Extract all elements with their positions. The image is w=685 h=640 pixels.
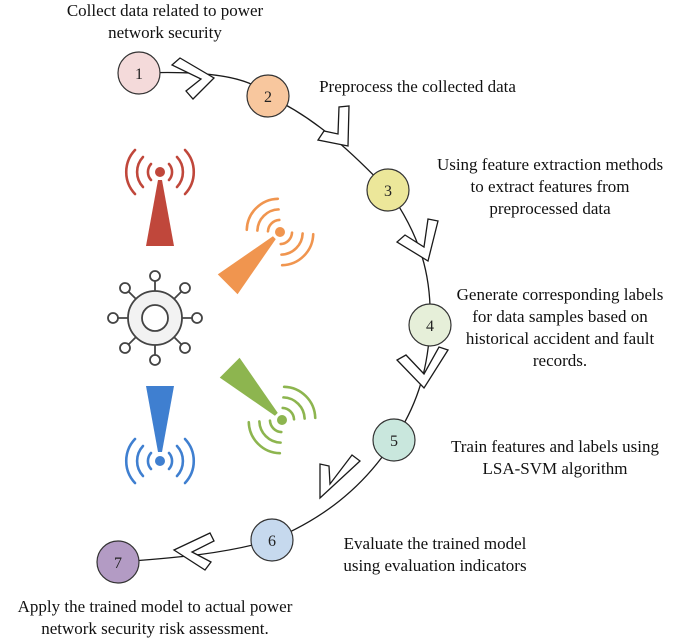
signal-tower-icon-red — [125, 148, 195, 246]
flow-arrow-2 — [316, 105, 350, 147]
step-1-number: 1 — [135, 66, 143, 83]
step-1-circle — [117, 51, 161, 95]
step-4-number: 4 — [426, 318, 434, 335]
step-6-number: 6 — [268, 533, 276, 550]
network-hub-icon — [107, 270, 203, 366]
flow-arrow-6 — [172, 532, 215, 571]
step-5-caption: Train features and labels using LSA-SVM … — [450, 437, 660, 478]
step-2-circle — [246, 74, 290, 118]
step-5-circle — [372, 418, 416, 462]
flow-arrow-5 — [319, 454, 362, 500]
signal-tower-icon-orange — [217, 197, 315, 295]
step-1-caption: Collect data related to power network se… — [66, 1, 264, 42]
step-2-node: 2 — [246, 74, 290, 118]
step-4-circle — [408, 303, 452, 347]
signal-tower-icon-blue — [125, 386, 195, 485]
step-3-number: 3 — [384, 183, 392, 200]
flow-arrow-1 — [170, 57, 216, 100]
step-7-node: 7 — [96, 540, 140, 584]
signal-tower-icon-green — [219, 357, 317, 455]
step-6-node: 6 — [250, 518, 294, 562]
step-7-number: 7 — [114, 555, 122, 572]
step-6-caption: Evaluate the trained model using evaluat… — [343, 534, 527, 575]
step-7-circle — [96, 540, 140, 584]
step-3-caption: Using feature extraction methods to extr… — [436, 155, 664, 218]
step-3-circle — [366, 168, 410, 212]
step-4-node: 4 — [408, 303, 452, 347]
step-7-caption: Apply the trained model to actual power … — [17, 597, 293, 638]
flow-arrow-4 — [395, 346, 449, 390]
step-nodes: 1 2 3 4 5 6 7 — [96, 51, 452, 584]
step-6-circle — [250, 518, 294, 562]
step-4-caption: Generate corresponding labels for data s… — [456, 285, 664, 370]
step-2-caption: Preprocess the collected data — [319, 77, 516, 96]
step-5-number: 5 — [390, 433, 398, 450]
step-2-number: 2 — [264, 89, 272, 106]
step-3-node: 3 — [366, 168, 410, 212]
step-5-node: 5 — [372, 418, 416, 462]
flow-arrow-3 — [395, 218, 439, 263]
step-1-node: 1 — [117, 51, 161, 95]
